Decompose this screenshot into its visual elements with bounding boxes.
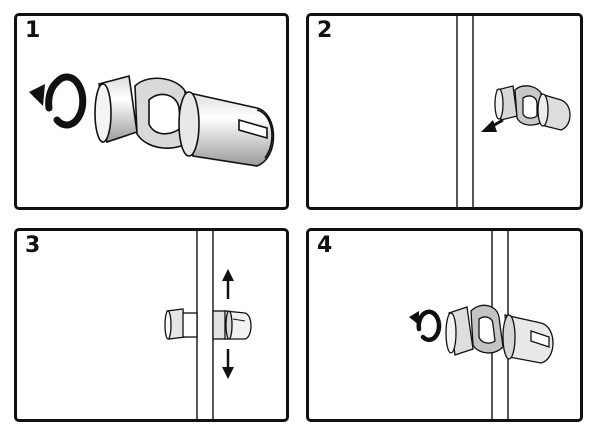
step-number-1: 1: [25, 18, 41, 43]
arrow-left-down-icon: [481, 118, 504, 132]
step-number-3: 3: [25, 233, 41, 258]
step-4-illustration: [409, 231, 554, 419]
step-panel-1: 1: [14, 13, 289, 210]
step-3-illustration: [164, 231, 252, 419]
rotate-icon: [416, 309, 442, 343]
arrow-up-icon: [222, 269, 234, 299]
step-panel-2: 2: [306, 13, 583, 210]
step-1-illustration: [29, 73, 275, 167]
rotate-icon: [45, 73, 87, 129]
clamp-part: [445, 304, 554, 364]
clamp-part: [164, 308, 252, 340]
step-panel-3: 3: [14, 228, 289, 422]
slide-rail: [196, 231, 214, 419]
clamp-part: [94, 74, 275, 167]
step-panel-4: 4: [306, 228, 583, 422]
step-number-2: 2: [317, 18, 333, 43]
rotate-icon-head: [409, 311, 419, 325]
step-number-4: 4: [317, 233, 333, 258]
clamp-part: [494, 85, 571, 131]
rotate-icon-head: [29, 84, 45, 106]
arrow-down-icon: [222, 349, 234, 379]
slide-rail: [456, 16, 474, 207]
step-2-illustration: [456, 16, 571, 207]
